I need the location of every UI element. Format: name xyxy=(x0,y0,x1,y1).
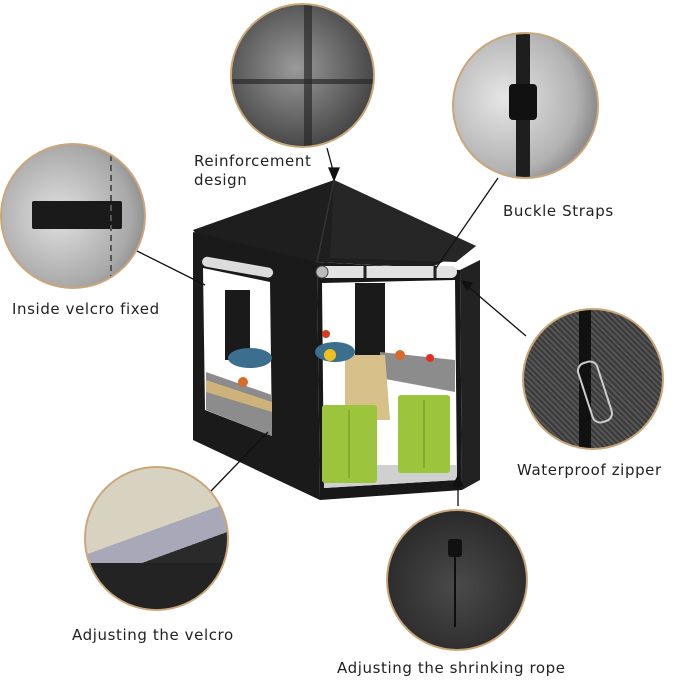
reinforcement-closeup-circle xyxy=(230,3,375,148)
label-adjusting-rope: Adjusting the shrinking rope xyxy=(337,659,566,677)
seam-vertical xyxy=(304,5,312,146)
stitch-line xyxy=(110,145,114,287)
velcro-strip xyxy=(32,201,122,229)
rope-closeup-circle xyxy=(386,509,528,651)
velcro-fixed-closeup-circle xyxy=(0,143,146,289)
label-adjusting-velcro: Adjusting the velcro xyxy=(72,626,234,644)
label-reinforcement-line1: Reinforcement xyxy=(194,152,312,170)
seam-horizontal xyxy=(232,79,373,84)
zipper-track xyxy=(579,310,591,448)
velcro-adjust-closeup-circle xyxy=(84,466,229,611)
buckle-icon xyxy=(509,84,537,120)
label-reinforcement: Reinforcement design xyxy=(194,152,311,190)
label-inside-velcro-fixed: Inside velcro fixed xyxy=(12,300,160,318)
label-waterproof-zipper: Waterproof zipper xyxy=(517,461,662,479)
label-buckle-straps: Buckle Straps xyxy=(503,202,614,220)
rope xyxy=(454,557,456,627)
buckle-closeup-circle xyxy=(452,32,599,179)
cover-edge xyxy=(86,563,227,609)
zipper-closeup-circle xyxy=(522,308,664,450)
cord-lock-icon xyxy=(448,539,462,557)
label-reinforcement-line2: design xyxy=(194,171,248,189)
